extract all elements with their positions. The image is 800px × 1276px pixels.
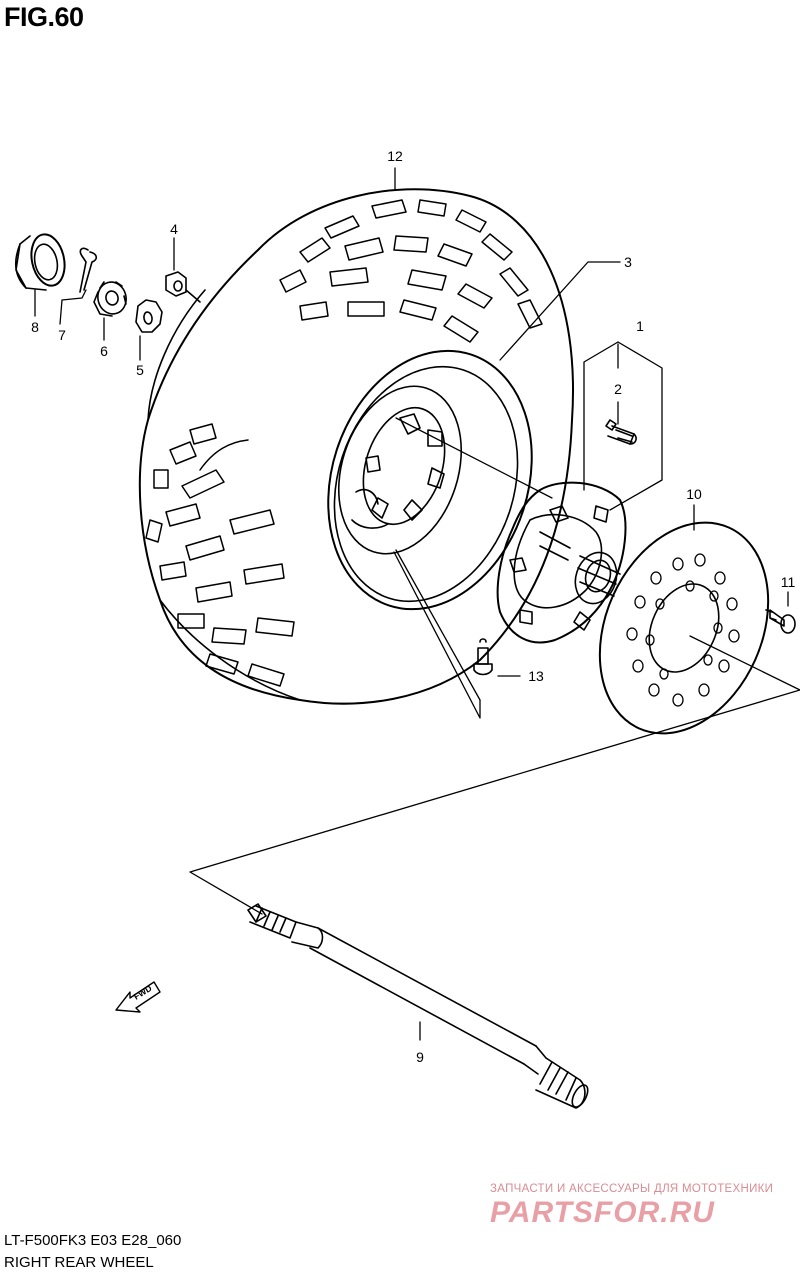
- watermark-tagline: ЗАПЧАСТИ И АКСЕССУАРЫ ДЛЯ МОТОТЕХНИКИ: [490, 1183, 774, 1195]
- callout-3: 3: [624, 254, 632, 270]
- tire-valve-drawing: [473, 638, 493, 676]
- callout-1: 1: [636, 318, 644, 334]
- callout-2: 2: [614, 381, 622, 397]
- callout-10: 10: [686, 486, 702, 502]
- callout-5: 5: [136, 362, 144, 378]
- disc-bolt-drawing: [765, 609, 796, 634]
- callout-7: 7: [58, 327, 66, 343]
- callout-13: 13: [528, 668, 544, 684]
- hub-cap-drawing: [14, 233, 66, 291]
- figure-title: FIG.60: [4, 2, 84, 32]
- cotter-pin-drawing: [79, 247, 98, 293]
- axle-shaft-drawing: [247, 903, 589, 1109]
- callout-4: 4: [170, 221, 178, 237]
- watermark-logo-text: PARTSFOR.RU: [490, 1196, 715, 1229]
- hub-bolt-drawing: [605, 419, 637, 445]
- figure-code: LT-F500FK3 E03 E28_060: [4, 1232, 182, 1249]
- castle-nut-drawing: [93, 281, 127, 317]
- callout-12: 12: [387, 148, 403, 164]
- brake-disc-drawing: [598, 521, 770, 735]
- forward-arrow-icon: [115, 981, 161, 1013]
- watermark-logo: PARTSFOR.RU: [490, 1196, 715, 1229]
- callout-8: 8: [31, 319, 39, 335]
- lock-washer-drawing: [135, 299, 163, 333]
- figure-name: RIGHT REAR WHEEL: [4, 1254, 154, 1271]
- leader-lines: [34, 167, 800, 1041]
- callout-11: 11: [781, 574, 796, 590]
- wheel-nut-drawing: [165, 271, 201, 303]
- callout-9: 9: [416, 1049, 424, 1065]
- tire-drawing: [138, 188, 574, 705]
- wheel-hub-drawing: [496, 481, 627, 644]
- callout-6: 6: [100, 343, 108, 359]
